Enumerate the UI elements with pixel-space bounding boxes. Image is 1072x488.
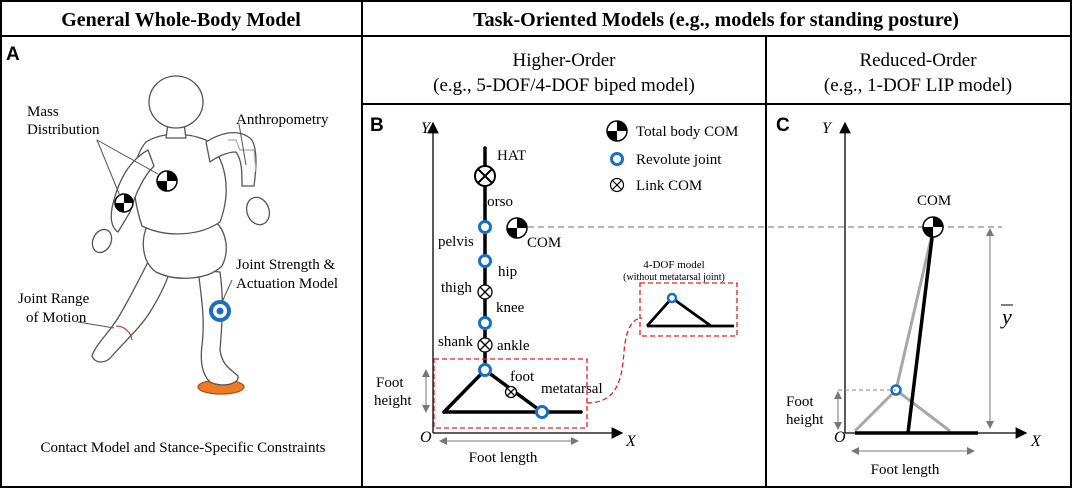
anthropometry-label: Anthropometry <box>236 112 329 128</box>
mass-com-icon-2 <box>114 193 134 213</box>
torso-label: torso <box>483 194 513 210</box>
shank-link-com-icon <box>477 337 493 353</box>
foot-highlight-box <box>433 358 588 429</box>
thigh-label: thigh <box>441 280 472 296</box>
legend-link-icon <box>609 177 625 193</box>
c-foot-height-label-1: Foot <box>786 394 814 410</box>
inset-foot-links <box>645 296 734 328</box>
hat-label: HAT <box>497 148 526 164</box>
b-body-com-icon <box>506 217 528 239</box>
header-task: Task-Oriented Models (e.g., models for s… <box>473 9 959 31</box>
com-label: COM <box>527 235 561 251</box>
c-com-label: COM <box>917 193 951 209</box>
inset-ankle-joint-icon <box>666 292 678 304</box>
metatarsal-joint-icon <box>535 405 549 419</box>
c-foot-height-label-2: height <box>786 412 824 428</box>
c-x-label: X <box>1030 433 1042 450</box>
panel-a-letter: A <box>6 44 20 65</box>
c-foot-length-label: Foot length <box>871 462 940 478</box>
mass-label-2: Distribution <box>27 122 100 138</box>
foot-link-com-icon <box>504 385 518 399</box>
panel-c-letter: C <box>776 115 790 136</box>
b-foot-length-label: Foot length <box>469 450 538 466</box>
legend-com-icon <box>606 120 628 142</box>
joint-strength-label-1: Joint Strength & <box>236 257 336 273</box>
c-com-icon <box>922 216 944 238</box>
header-general: General Whole-Body Model <box>61 9 301 31</box>
pelvis-label: pelvis <box>438 234 474 250</box>
hat-link-com-icon <box>474 165 496 187</box>
hip-joint-icon <box>478 254 492 268</box>
thigh-link-com-icon <box>477 284 493 300</box>
legend-joint-label: Revolute joint <box>636 152 722 168</box>
anthropometry-bracket <box>228 139 257 173</box>
foot-label: foot <box>510 369 535 385</box>
link-com-icons <box>474 165 518 399</box>
reduced-order-title: Reduced-Order <box>859 50 977 71</box>
c-pendulum-link <box>906 229 935 434</box>
legend-joint-icon <box>610 152 624 166</box>
inset-connector <box>586 317 643 404</box>
knee-label: knee <box>496 300 525 316</box>
inset-box <box>639 282 738 337</box>
mass-com-icon-1 <box>156 170 178 192</box>
legend-link-label: Link COM <box>636 178 702 194</box>
c-gray-leg <box>853 229 951 433</box>
inset-subtitle: (without metatarsal joint) <box>623 272 725 283</box>
ankle-label: ankle <box>497 338 530 354</box>
b-origin-label: O <box>420 429 432 446</box>
ankle-joint-icon <box>478 363 492 377</box>
metatarsal-label: metatarsal <box>541 381 603 397</box>
mass-label-1: Mass <box>27 104 59 120</box>
revolute-joint-icons <box>478 220 549 419</box>
c-origin-label: O <box>834 429 846 446</box>
inset-title: 4-DOF model <box>643 259 704 271</box>
reduced-order-subtitle: (e.g., 1-DOF LIP model) <box>824 75 1012 96</box>
knee-joint-icon <box>478 316 492 330</box>
b-y-label: Y <box>421 120 432 137</box>
hip-label: hip <box>498 264 517 280</box>
rom-label-1: Joint Range <box>18 291 90 307</box>
c-y-label: Y <box>822 120 833 137</box>
joint-strength-label-2: Actuation Model <box>236 276 338 292</box>
b-x-label: X <box>625 433 637 450</box>
higher-order-subtitle: (e.g., 5-DOF/4-DOF biped model) <box>433 75 695 96</box>
legend-com-label: Total body COM <box>636 124 738 140</box>
contact-label: Contact Model and Stance-Specific Constr… <box>41 440 326 456</box>
mannequin-figure <box>91 75 271 395</box>
panel-b-letter: B <box>370 115 384 136</box>
higher-order-title: Higher-Order <box>512 50 616 71</box>
c-ybar-label: y <box>1000 304 1012 329</box>
rom-label-2: of Motion <box>26 310 87 326</box>
shank-label: shank <box>438 334 473 350</box>
b-foot-height-label-2: height <box>374 393 412 409</box>
torso-joint-icon <box>478 220 492 234</box>
b-foot-height-label-1: Foot <box>376 375 404 391</box>
leader-lines <box>77 123 247 341</box>
